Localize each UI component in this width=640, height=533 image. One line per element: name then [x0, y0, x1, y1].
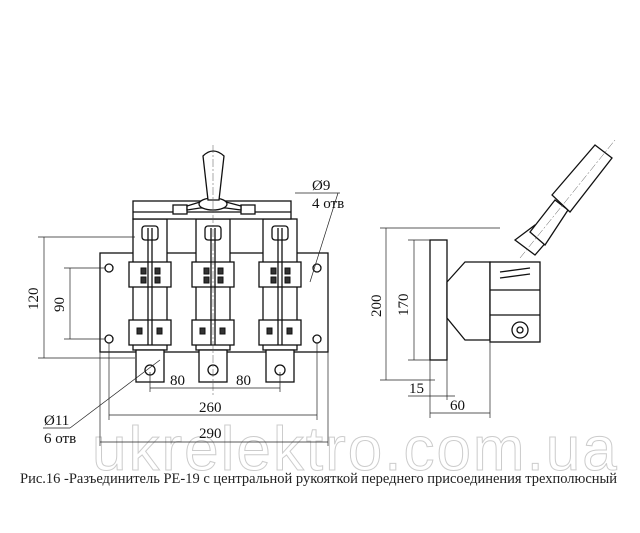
- side-view: [429, 139, 616, 361]
- hole-d11-count: 6 отв: [44, 431, 76, 447]
- side-handle: [551, 144, 613, 213]
- dim-260: 260: [199, 400, 222, 416]
- dim-15: 15: [409, 381, 424, 397]
- watermark: ukrelektro.com.ua: [92, 415, 619, 484]
- hole-d9-count: 4 отв: [312, 196, 344, 212]
- dim-170: 170: [396, 294, 412, 317]
- pole-3: [258, 218, 302, 383]
- pole-1: [128, 218, 172, 383]
- dim-60: 60: [450, 398, 465, 414]
- front-view: [99, 145, 329, 395]
- dim-290: 290: [199, 426, 222, 442]
- hole-d11-label: Ø11: [44, 413, 69, 429]
- side-plate: [429, 239, 448, 361]
- poles: [128, 218, 302, 383]
- dim-90: 90: [52, 297, 68, 312]
- hole-d9-label: Ø9: [312, 178, 330, 194]
- front-dimensions: 120 90 80 80 260 290 Ø9 4 отв Ø11 6 отв: [26, 178, 344, 447]
- dim-200: 200: [369, 295, 385, 318]
- figure-caption: Рис.16 -Разъединитель РЕ-19 с центрально…: [20, 471, 618, 487]
- side-body: [489, 261, 541, 343]
- dim-80-right: 80: [236, 373, 251, 389]
- dim-80-left: 80: [170, 373, 185, 389]
- dim-120: 120: [26, 288, 42, 311]
- side-dimensions: 200 170 15 60: [369, 227, 500, 418]
- handle: [202, 150, 225, 201]
